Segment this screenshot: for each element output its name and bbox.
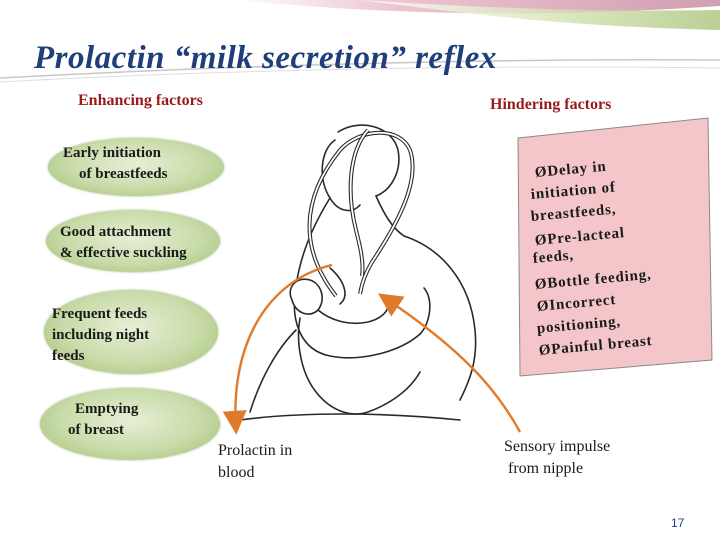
enhancing-factor-oval: [48, 138, 224, 196]
decorative-swoosh: [0, 0, 720, 83]
page-number: 17: [671, 516, 685, 530]
page-title: Prolactin “milk secretion” reflex: [34, 40, 497, 76]
enhancing-factor-line: of breastfeeds: [79, 166, 168, 182]
enhancing-factor-oval: [46, 210, 220, 272]
enhancing-factor-line: of breast: [68, 422, 124, 438]
enhancing-factor-line: feeds: [52, 348, 85, 364]
enhancing-factor-line: including night: [52, 327, 150, 343]
enhancing-factor-line: Good attachment: [60, 224, 172, 240]
prolactin-label-line: blood: [218, 464, 255, 481]
enhancing-factor-oval: [44, 290, 218, 374]
sensory-impulse-arrow: [378, 293, 522, 433]
hindering-factors-heading: Hindering factors: [490, 96, 612, 113]
prolactin-arrow: [222, 263, 333, 435]
sensory-label-line: from nipple: [508, 460, 584, 477]
enhancing-factor-line: Emptying: [75, 401, 139, 417]
prolactin-label-line: Prolactin in: [218, 442, 293, 459]
hindering-factors-box: [517, 117, 713, 377]
enhancing-factors-heading: Enhancing factors: [78, 92, 203, 109]
sensory-label-line: Sensory impulse: [504, 438, 611, 455]
enhancing-factor-line: Frequent feeds: [52, 306, 148, 322]
hindering-factor-line: feeds,: [532, 247, 575, 267]
enhancing-factor-oval: [40, 388, 220, 460]
enhancing-factor-line: Early initiation: [63, 145, 161, 161]
mother-breastfeeding-illustration: [239, 124, 477, 421]
enhancing-factor-line: & effective suckling: [60, 245, 187, 261]
